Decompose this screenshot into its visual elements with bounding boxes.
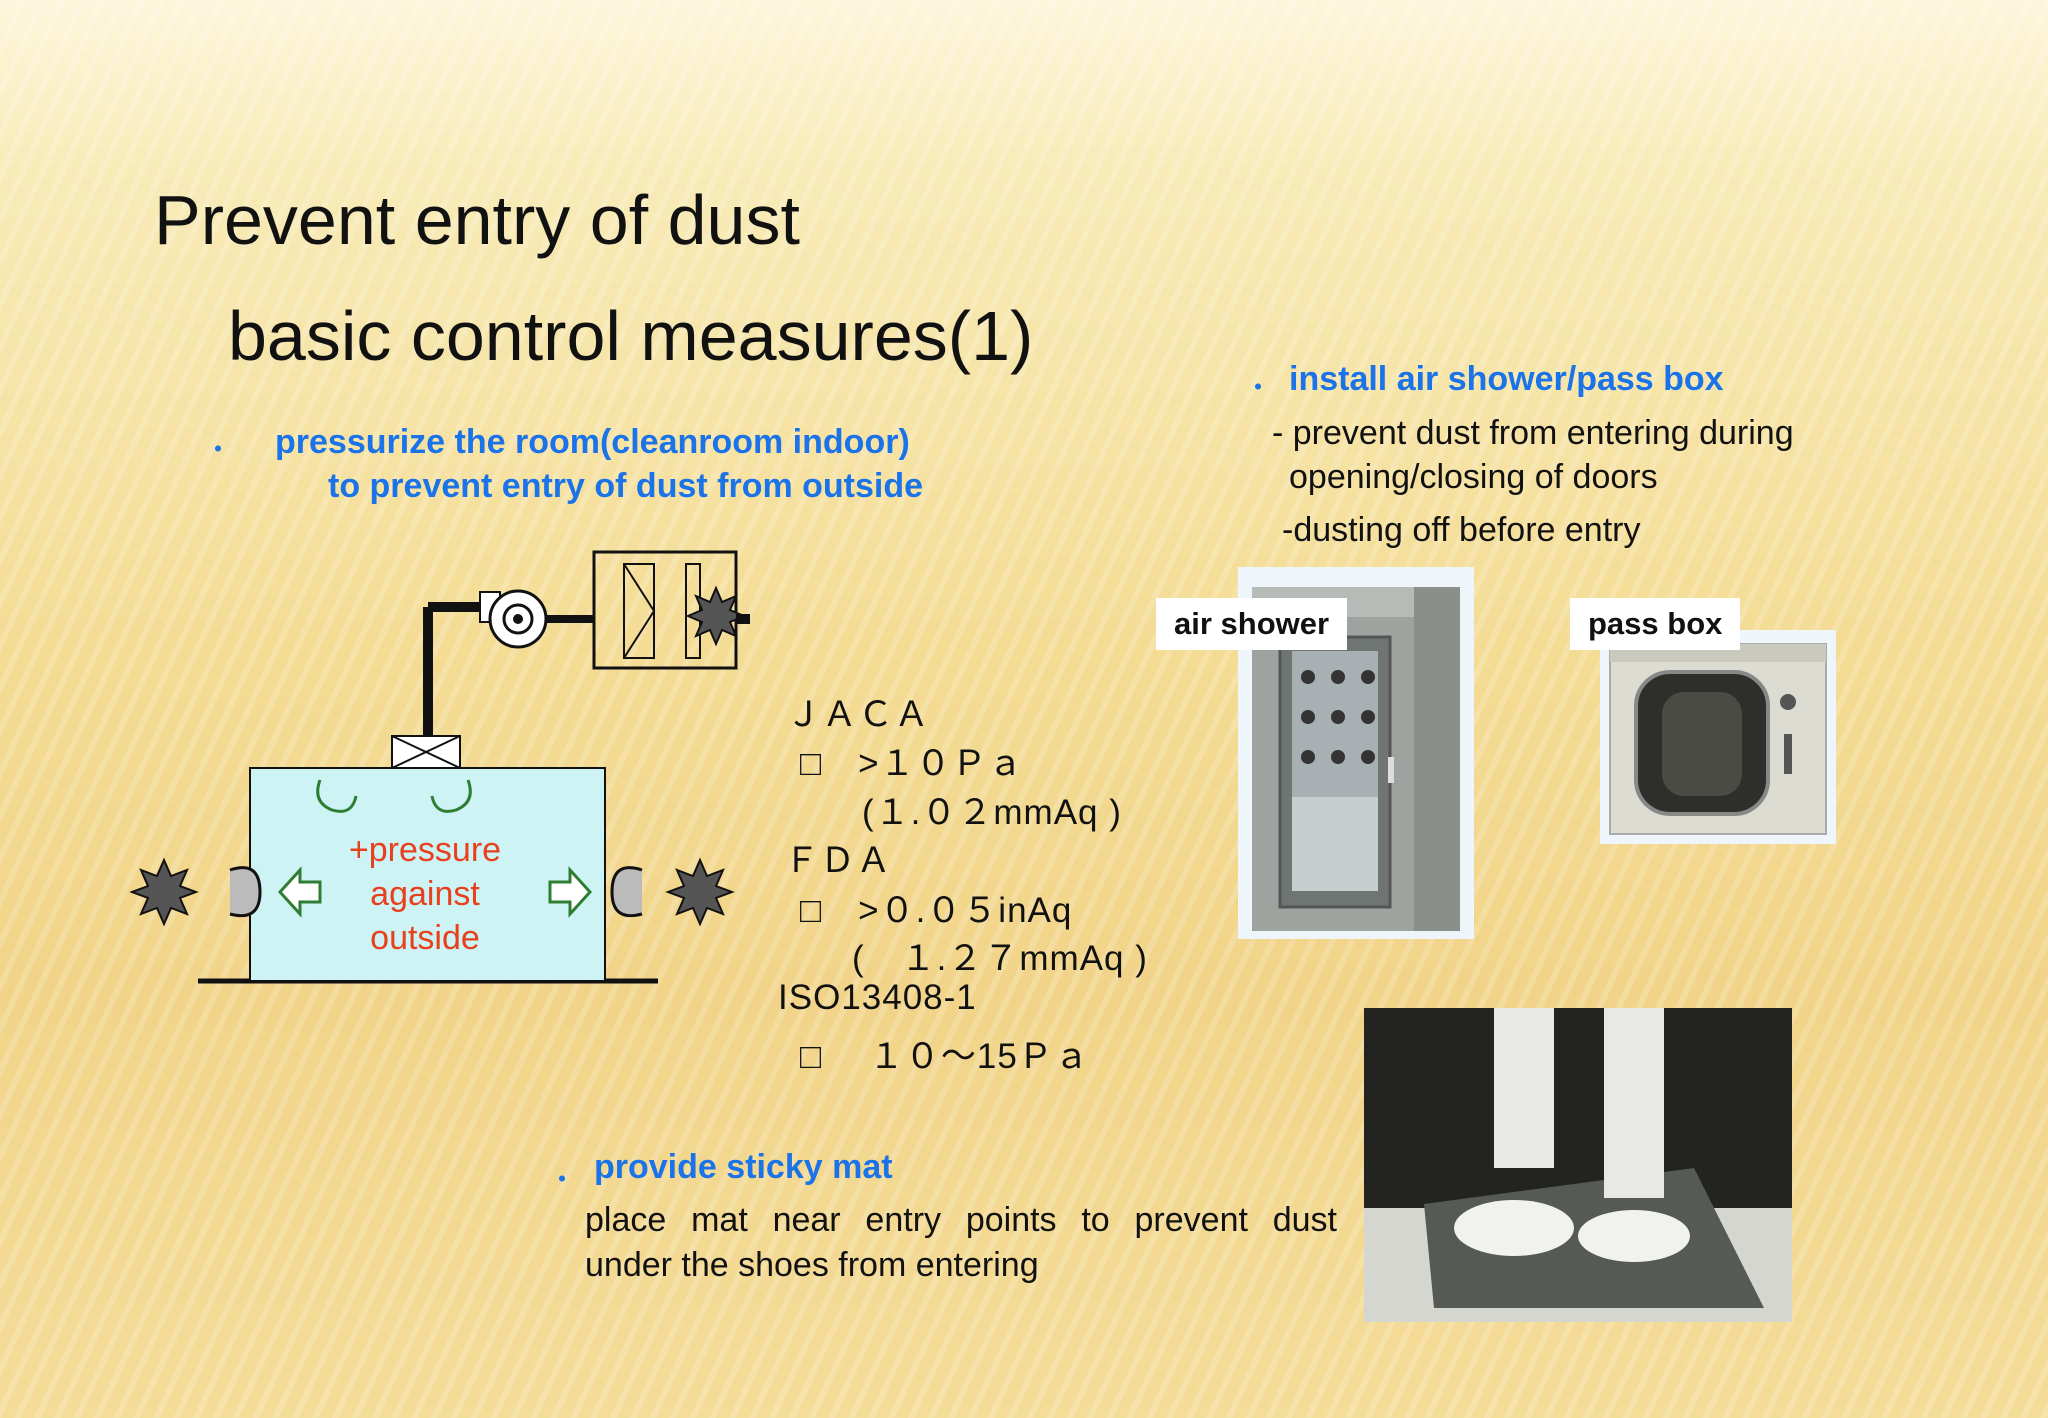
spec-jaca-sub: (１.０２mmAq ) [862, 793, 1122, 832]
pressure-label-line1: +pressure [348, 831, 502, 869]
outflow-arrow-right-icon [548, 866, 593, 918]
spec-fda: ＦＤＡ [784, 841, 893, 880]
dust-particle-icon [130, 857, 199, 927]
dust-particle-icon [665, 857, 735, 927]
spec-fda-sub: ( １.２７mmAq ) [852, 939, 1148, 978]
pressurize-heading-line2: to prevent entry of dust from outside [328, 467, 924, 505]
spec-iso: ISO13408-1 [778, 978, 977, 1017]
air-shower-line2: opening/closing of doors [1289, 458, 1658, 496]
deflect-arrow-left-icon [229, 866, 262, 918]
air-shower-line1: - prevent dust from entering during [1272, 414, 1794, 452]
pressurized-room-diagram [130, 550, 750, 984]
slide-title-line2: basic control measures(1) [228, 297, 1034, 375]
bullet-dot: ・ [204, 434, 233, 465]
outflow-arrow-left-icon [277, 866, 322, 918]
pass-box-label: pass box [1570, 598, 1741, 650]
air-shower-label: air shower [1156, 598, 1348, 650]
pressure-label: +pressure against outside [300, 828, 550, 960]
spec-iso-value: □ １０～15Ｐａ [800, 1037, 1090, 1076]
cleanroom-box [249, 767, 606, 982]
slide-title-line1: Prevent entry of dust [154, 181, 800, 259]
sticky-mat-heading: provide sticky mat [594, 1148, 893, 1186]
air-shower-heading: install air shower/pass box [1289, 360, 1724, 398]
deflect-arrow-right-icon [610, 866, 643, 918]
sticky-mat-photo [1364, 1008, 1792, 1322]
bullet-dot: ・ [1244, 372, 1273, 403]
pressurize-heading-line1: pressurize the room(cleanroom indoor) [275, 423, 910, 461]
pressure-label-line2: against [370, 875, 480, 913]
pass-box-photo [1600, 630, 1836, 844]
fan-icon [479, 589, 548, 649]
pressure-label-line3: outside [370, 919, 480, 957]
spec-jaca: ＪＡＣＡ [786, 695, 931, 734]
circulation-arrow-icon [430, 779, 472, 813]
spec-jaca-value: □ >１０Ｐａ [800, 744, 1024, 783]
circulation-arrow-icon [316, 779, 358, 813]
bullet-dot: ・ [548, 1164, 577, 1195]
sticky-mat-line2: under the shoes from entering [585, 1246, 1039, 1284]
sticky-mat-line1: place mat near entry points to prevent d… [585, 1201, 1337, 1239]
air-shower-line3: -dusting off before entry [1282, 511, 1641, 549]
dust-particle-icon [685, 585, 747, 647]
spec-fda-value: □ >０.０５inAq [800, 891, 1073, 930]
